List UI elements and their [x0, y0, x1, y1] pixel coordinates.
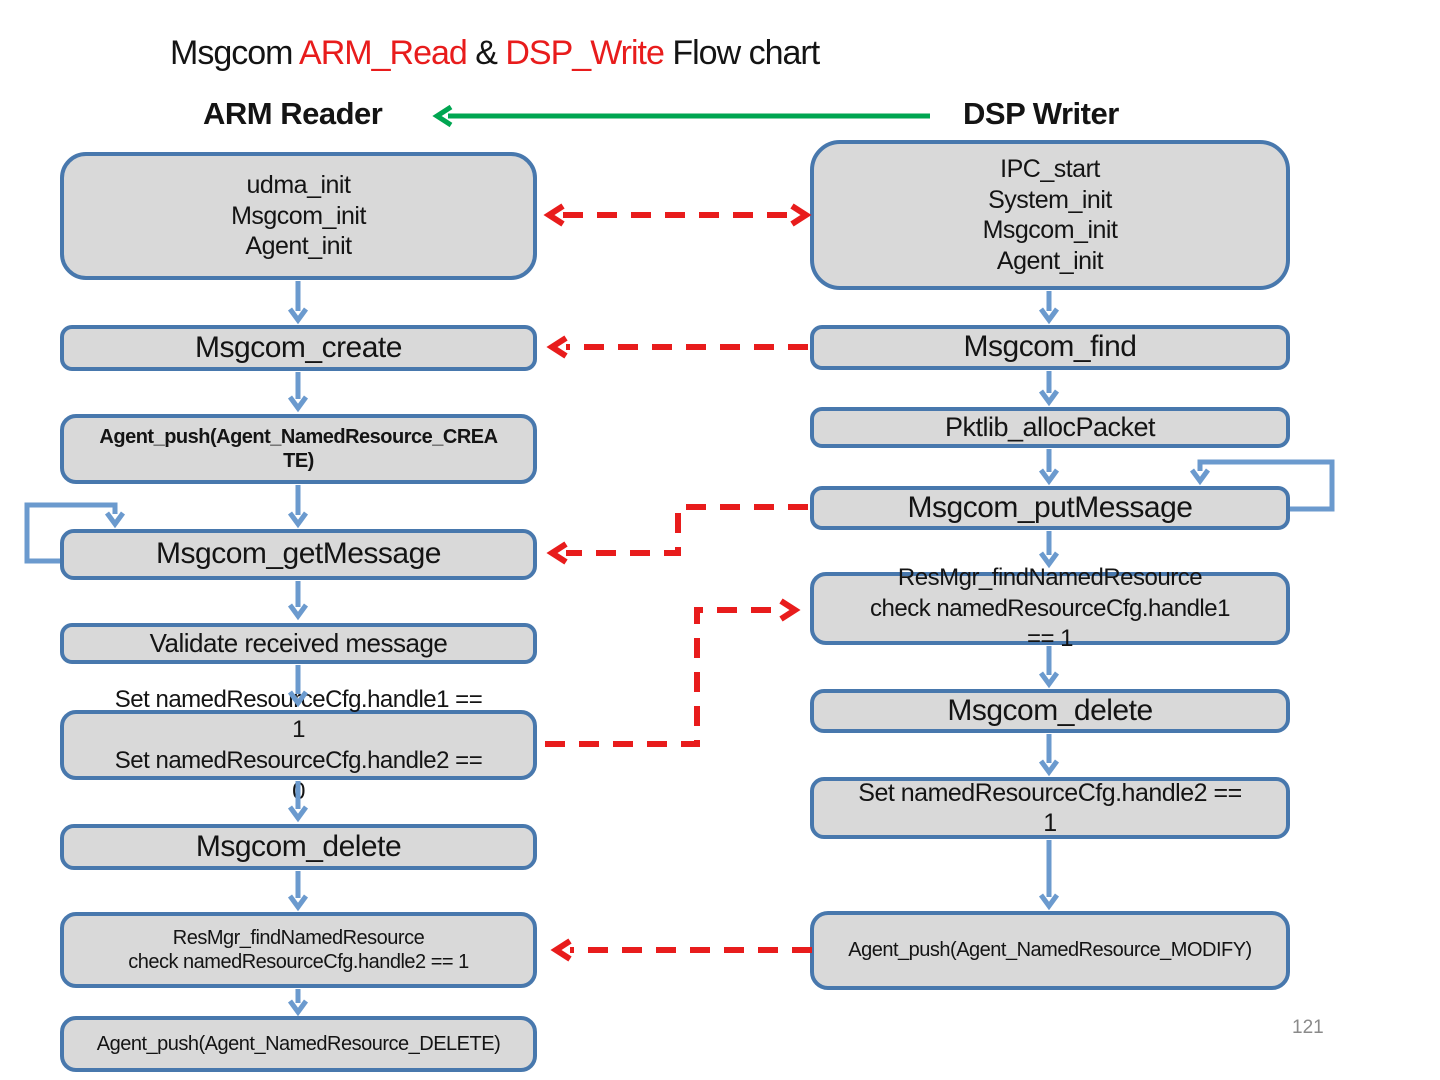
- node-dsp-init: IPC_start System_init Msgcom_init Agent_…: [810, 140, 1290, 290]
- node-dsp-resmgr-find: [810, 572, 1290, 645]
- node-dsp-resmgr-find-label: ResMgr_findNamedResource check namedReso…: [870, 563, 1230, 653]
- node-dsp-pktlib-allocpacket: Pktlib_allocPacket: [810, 407, 1290, 448]
- node-dsp-msgcom-delete: Msgcom_delete: [810, 689, 1290, 733]
- red-sync-putmessage-to-getmessage: [546, 504, 808, 565]
- node-arm-msgcom-getmessage: Msgcom_getMessage: [60, 529, 537, 580]
- page-number: 121: [1292, 1017, 1324, 1038]
- node-dsp-set-handle2: Set namedResourceCfg.handle2 == 1: [810, 777, 1290, 839]
- title-segment-dsp-write: DSP_Write: [505, 34, 665, 72]
- title-segment: Flow chart: [663, 34, 820, 72]
- node-arm-agent-push-create: Agent_push(Agent_NamedResource_CREA TE): [60, 414, 537, 484]
- node-arm-resmgr-find: ResMgr_findNamedResource check namedReso…: [60, 912, 537, 988]
- node-dsp-msgcom-find: Msgcom_find: [810, 325, 1290, 370]
- title-segment: &: [466, 34, 506, 72]
- node-arm-agent-push-delete: Agent_push(Agent_NamedResource_DELETE): [60, 1016, 537, 1072]
- node-arm-msgcom-delete: Msgcom_delete: [60, 824, 537, 870]
- node-arm-validate-message: Validate received message: [60, 623, 537, 664]
- column-header-dsp-writer: DSP Writer: [963, 96, 1119, 131]
- node-arm-init: udma_init Msgcom_init Agent_init: [60, 152, 537, 280]
- slide-title: Msgcom ARM_Read & DSP_Write Flow chart: [170, 34, 820, 73]
- title-segment-arm-read: ARM_Read: [299, 34, 468, 72]
- node-arm-msgcom-create: Msgcom_create: [60, 325, 537, 371]
- node-arm-set-handles-label: Set namedResourceCfg.handle1 == 1 Set na…: [114, 685, 483, 805]
- red-sync-sethandles-to-resmgr: [545, 598, 801, 747]
- node-arm-set-handles: [60, 710, 537, 780]
- red-sync-init-bidirectional: [543, 203, 812, 227]
- column-header-arm-reader: ARM Reader: [203, 96, 383, 131]
- green-writer-to-reader-arrow: [432, 104, 930, 128]
- red-sync-find-to-create: [546, 335, 808, 359]
- title-segment: Msgcom: [170, 34, 300, 72]
- red-sync-modify-to-resmgr: [550, 938, 812, 962]
- node-dsp-msgcom-putmessage: Msgcom_putMessage: [810, 486, 1290, 530]
- node-dsp-agent-push-modify: Agent_push(Agent_NamedResource_MODIFY): [810, 911, 1290, 990]
